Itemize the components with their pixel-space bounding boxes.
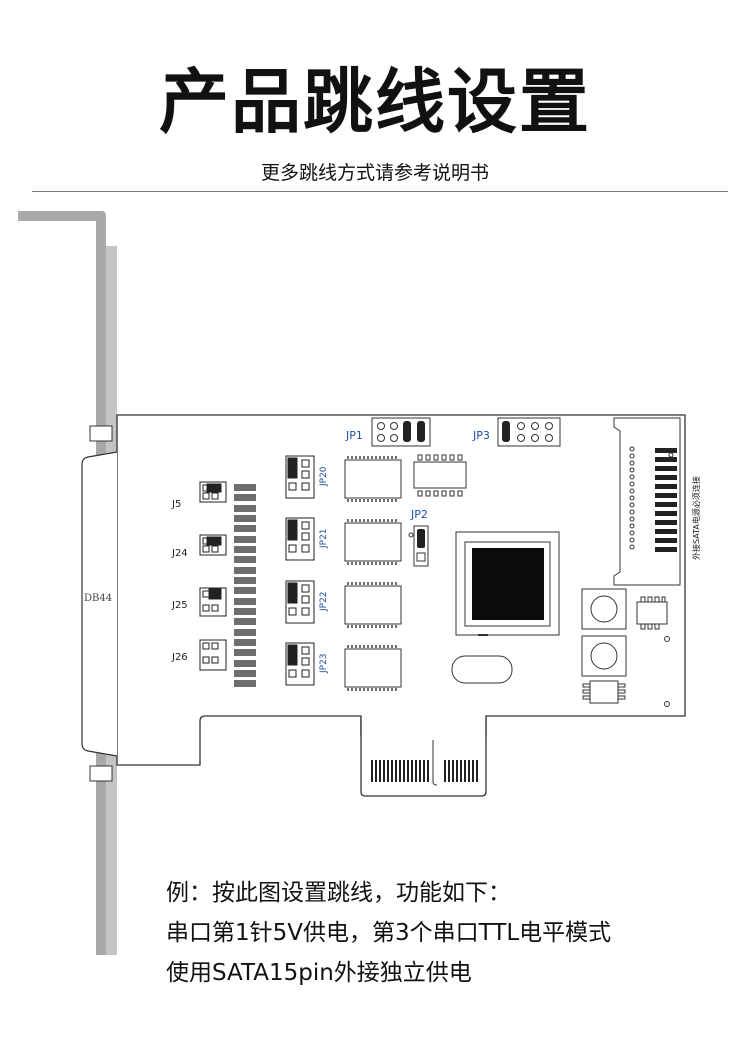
sata-power-connector: 外接SATA电源必须连接 <box>613 417 701 586</box>
page-title: 产品跳线设置 <box>159 61 591 143</box>
pcie-gold-fingers <box>371 760 478 782</box>
round-components <box>581 588 627 677</box>
left-jumper-labels: J5 J24 J25 J26 <box>171 499 188 663</box>
pcie-edge <box>360 716 487 797</box>
mid-jumper-blocks <box>285 455 315 686</box>
oval-pad <box>451 655 513 684</box>
jumper-label-j5: J5 <box>171 499 181 510</box>
jumper-label-jp23: JP23 <box>319 653 329 674</box>
jumper-label-jp3: JP3 <box>472 429 490 442</box>
jumper-label-jp20: JP20 <box>319 466 329 487</box>
db44-connector: DB44 <box>81 425 118 782</box>
jumper-label-jp22: JP22 <box>319 591 329 612</box>
jp3-header: JP3 <box>472 417 561 447</box>
caption-line-3: 使用SATA15pin外接独立供电 <box>166 960 472 986</box>
voltage-regulators <box>582 596 668 704</box>
jp2-header: JP2 <box>408 508 429 567</box>
small-ic <box>413 454 467 497</box>
jumper-label-j26: J26 <box>171 652 188 663</box>
left-jumper-blocks <box>199 481 227 671</box>
caption-line-1: 例：按此图设置跳线，功能如下： <box>166 880 511 906</box>
page-subtitle: 更多跳线方式请参考说明书 <box>260 162 489 184</box>
jumper-label-j25: J25 <box>171 600 188 611</box>
divider <box>32 191 728 192</box>
sata-note: 外接SATA电源必须连接 <box>691 476 701 560</box>
main-controller-chip <box>455 531 560 636</box>
chip-pins <box>347 456 397 691</box>
db44-label: DB44 <box>84 593 112 604</box>
mid-jumper-labels: JP20 JP21 JP22 JP23 <box>319 466 329 674</box>
transceiver-chips <box>344 459 402 688</box>
jumper-label-j24: J24 <box>171 548 188 559</box>
jumper-label-jp1: JP1 <box>345 429 363 442</box>
resistor-array <box>234 484 256 687</box>
pcie-card-diagram: DB44 J5 J24 J25 J26 JP20 JP21 JP22 JP23 <box>18 211 701 955</box>
mounting-holes <box>664 452 674 707</box>
jp1-header: JP1 <box>345 417 431 447</box>
caption-line-2: 串口第1针5V供电，第3个串口TTL电平模式 <box>166 920 612 946</box>
jumper-label-jp21: JP21 <box>319 528 329 549</box>
jumper-label-jp2: JP2 <box>410 508 428 521</box>
